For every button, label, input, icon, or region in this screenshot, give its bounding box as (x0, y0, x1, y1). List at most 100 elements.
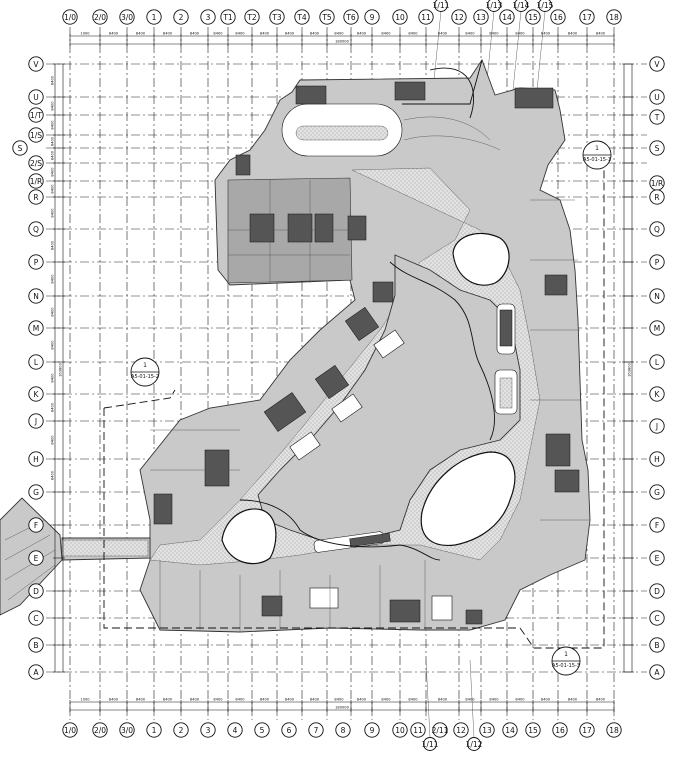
callout-2-number: 1 (143, 362, 147, 369)
mall-outline (239, 261, 495, 561)
axis-right-l-label: L (655, 358, 660, 367)
cores (153, 81, 580, 625)
axis-bottom-10-label: 10 (395, 726, 405, 735)
slab-2 (331, 393, 363, 423)
axis-top-t6: T6 (343, 9, 359, 25)
atrium-void-north (452, 232, 510, 286)
axis-top-13-label: 13 (476, 13, 486, 22)
axis-left-p: P (28, 254, 44, 270)
axis-bottom-2-11-label: 2/11 (432, 726, 449, 735)
axis-bottom-1-0-label: 1/0 (64, 726, 76, 735)
axis-right-d-label: D (654, 587, 660, 596)
axis-top-t1: T1 (220, 9, 236, 25)
axis-bottom-11-label: 11 (413, 726, 423, 735)
axis-bottom-15-label: 15 (528, 726, 538, 735)
bottom-dim-1: 8400 (109, 698, 119, 702)
left-dim-8: 8400 (51, 240, 55, 250)
axis-top-11-label: 11 (421, 13, 431, 22)
axis-left-v-label: V (33, 60, 39, 69)
top-dim-15: 8400 (465, 32, 475, 36)
top-dim-18: 8400 (541, 32, 551, 36)
axis-left-l-label: L (34, 358, 39, 367)
axis-top-11: 11 (418, 9, 434, 25)
axis-left-1-r-label: 1/R (30, 177, 43, 186)
top-overall-dim: 180000 (335, 40, 349, 44)
axis-left-n: N (28, 288, 44, 304)
bottom-dim-3: 8400 (163, 698, 173, 702)
top-dim-10: 8400 (334, 32, 344, 36)
left-overall-dim: 163800 (59, 362, 63, 376)
axis-top-16-label: 16 (553, 13, 563, 22)
axis-bottom-5-label: 5 (260, 726, 265, 735)
top-dim-3: 8400 (163, 32, 173, 36)
axis-bottom-17-label: 17 (582, 726, 592, 735)
left-dim-2: 8400 (51, 120, 55, 130)
left-dim-7: 8400 (51, 208, 55, 218)
axis-right-j-label: J (655, 422, 658, 431)
axis-top-1-0-label: 1/0 (64, 13, 76, 22)
axis-right-c-label: C (654, 614, 659, 623)
axis-top-t2-label: T2 (246, 13, 257, 22)
axis-bottom-14: 14 (502, 722, 518, 738)
axis-top-16: 16 (550, 9, 566, 25)
bottom-dim-2: 8400 (136, 698, 146, 702)
axis-top-13: 13 (473, 9, 489, 25)
top-dim-7: 8400 (260, 32, 270, 36)
axis-right-r: R (649, 189, 665, 205)
axis-right-n: N (649, 288, 665, 304)
axis-right-t: T (649, 109, 665, 125)
axis-right-b-label: B (654, 641, 659, 650)
axis-left-v: V (28, 56, 44, 72)
axis-left-f: F (28, 517, 44, 533)
axis-left-s-label: S (18, 144, 23, 153)
axis-top-t5: T5 (319, 9, 335, 25)
axis-bottom-extra-1-12-label: 1/12 (466, 740, 483, 749)
axis-left-d-label: D (33, 587, 39, 596)
axis-top-t6-label: T6 (345, 13, 356, 22)
axis-right-d: D (649, 583, 665, 599)
axis-left-q: Q (28, 221, 44, 237)
bottom-overall-dim: 180000 (335, 706, 349, 710)
axis-bottom-2: 2 (173, 722, 189, 738)
axis-left-s: S (12, 140, 28, 156)
axis-bottom-8-label: 8 (341, 726, 346, 735)
axis-left-g: G (28, 484, 44, 500)
axis-bottom-12: 12 (453, 722, 469, 738)
axis-right-a-label: A (654, 668, 660, 677)
axis-bottom-3: 3 (200, 722, 216, 738)
axis-left-f-label: F (34, 521, 38, 530)
axis-top-2: 2 (173, 9, 189, 25)
bottom-dim-20: 8400 (596, 698, 606, 702)
building-footprint (0, 59, 605, 649)
top-dim-19: 8400 (568, 32, 578, 36)
axis-top-3: 3 (200, 9, 216, 25)
top-dim-16: 8400 (489, 32, 499, 36)
bottom-dim-0: 1000 (80, 698, 90, 702)
axis-right-c: C (649, 610, 665, 626)
axis-top-extra-1-14: 1/14 (513, 0, 530, 12)
axis-right-1-r: 1/R (649, 175, 665, 191)
axis-top-15-label: 15 (528, 13, 538, 22)
axis-bottom-4: 4 (227, 722, 243, 738)
top-dim-14: 8400 (438, 32, 448, 36)
top-dim-6: 8400 (235, 32, 245, 36)
axis-top-t2: T2 (244, 9, 260, 25)
top-dim-4: 8400 (190, 32, 200, 36)
axis-left-u: U (28, 89, 44, 105)
left-dim-12: 8400 (51, 373, 55, 383)
top-dim-0: 1000 (80, 32, 90, 36)
axis-left-c: C (28, 610, 44, 626)
axis-bottom-2-0: 2/0 (92, 722, 108, 738)
axis-right-v: V (649, 56, 665, 72)
left-dim-9: 8400 (51, 274, 55, 284)
axis-right-k-label: K (655, 390, 661, 399)
callout-3-number: 1 (564, 651, 568, 658)
bottom-dim-8: 8400 (285, 698, 295, 702)
axis-left-n-label: N (33, 292, 39, 301)
axis-top-14: 14 (499, 9, 515, 25)
axis-top-extra-1-13-label: 1/13 (486, 1, 503, 10)
axis-right-s-label: S (655, 144, 660, 153)
axis-bottom-3-0: 3/0 (119, 722, 135, 738)
